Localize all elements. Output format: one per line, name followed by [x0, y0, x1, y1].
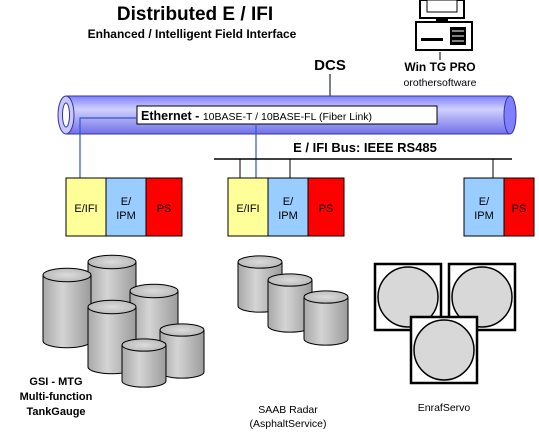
- efi-module-label: E/IFI: [74, 203, 97, 215]
- diagram-subtitle: Enhanced / Intelligent Field Interface: [88, 27, 297, 41]
- dcs-label: DCS: [314, 57, 346, 74]
- storage-tank-icon: [303, 290, 349, 346]
- efi-module-label: E/IFI: [236, 203, 259, 215]
- tank-field: [42, 254, 349, 388]
- efi-module: [227, 177, 269, 237]
- module-group-2: E/IFI E/ IPM PS: [227, 177, 345, 237]
- gsi-caption-line1: GSI - MTG: [29, 376, 82, 388]
- ethernet-label-bold: Ethernet -: [141, 109, 203, 123]
- ps-module-label: PS: [512, 203, 527, 215]
- workstation-vendor: orothersoftware: [404, 77, 477, 89]
- saab-caption-line1: SAAB Radar: [258, 404, 318, 416]
- ipm-module-label-line2: IPM: [474, 210, 494, 222]
- ipm-module: [267, 177, 309, 237]
- workstation-computer-icon: [415, 0, 473, 51]
- module-group-1: E/IFI E/ IPM PS: [65, 177, 183, 237]
- ps-module-label: PS: [157, 203, 172, 215]
- module-group-3: E/ IPM PS: [463, 177, 535, 237]
- storage-tank-icon: [121, 338, 167, 388]
- storage-tank-icon: [159, 323, 205, 379]
- ipm-module-label-line2: IPM: [116, 210, 136, 222]
- saab-caption-line2: (AsphaltService): [249, 418, 326, 430]
- ipm-module-label-line2: IPM: [278, 210, 298, 222]
- rs485-bus-label: E / IFI Bus: IEEE RS485: [293, 140, 437, 155]
- efi-module: [65, 177, 107, 237]
- ethernet-label: Ethernet - 10BASE-T / 10BASE-FL (Fiber L…: [141, 109, 372, 123]
- ethernet-drop-link-1: [79, 117, 137, 178]
- ipm-module: [105, 177, 147, 237]
- ipm-module-label-line1: E/: [121, 196, 132, 208]
- ethernet-label-rest: 10BASE-T / 10BASE-FL (Fiber Link): [203, 111, 372, 123]
- storage-tank-icon: [42, 267, 92, 349]
- servo-gauge-field: [373, 262, 517, 385]
- servo-gauge-icon: [409, 315, 479, 385]
- diagram-title: Distributed E / IFI: [117, 4, 273, 25]
- ps-module: [307, 177, 345, 237]
- ipm-module: [463, 177, 505, 237]
- ipm-module-label-line1: E/: [283, 196, 294, 208]
- ipm-module-label-line1: E/: [479, 196, 490, 208]
- gsi-caption-line3: TankGauge: [26, 406, 85, 418]
- enraf-caption: EnrafServo: [418, 402, 471, 414]
- ethernet-label-box: [136, 105, 438, 125]
- workstation-name: Win TG PRO: [404, 60, 475, 74]
- ps-module-label: PS: [319, 203, 334, 215]
- ps-module: [145, 177, 183, 237]
- ps-module: [503, 177, 535, 237]
- gsi-caption-line2: Multi-function: [20, 391, 93, 403]
